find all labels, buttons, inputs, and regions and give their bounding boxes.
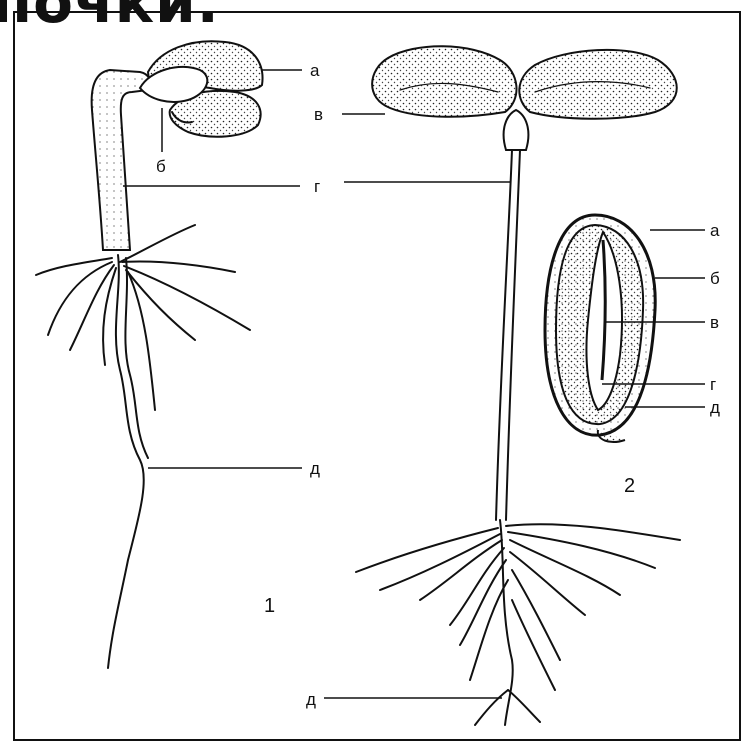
- seed-section: [545, 215, 655, 442]
- fig2-cotyledon-right: [519, 50, 676, 119]
- label-fig1-a: а: [310, 61, 320, 80]
- label-seed-d: д: [710, 398, 720, 417]
- fig2-stem: [496, 150, 512, 520]
- label-fig2-d: д: [306, 690, 316, 709]
- seedling-1: [36, 41, 263, 668]
- label-fig2-v: в: [314, 105, 323, 124]
- figure-number-2: 2: [624, 475, 635, 497]
- fig2-leaders: [324, 114, 510, 698]
- label-fig1-b: б: [156, 157, 166, 176]
- label-g: г: [314, 177, 320, 196]
- label-seed-v: в: [710, 313, 719, 332]
- label-fig1-d: д: [310, 459, 320, 478]
- fig2-bud: [504, 110, 529, 150]
- label-seed-b: б: [710, 269, 720, 288]
- fig2-cotyledon-left: [372, 46, 516, 117]
- fig1-stem: [92, 70, 150, 250]
- label-seed-g: г: [710, 375, 716, 394]
- label-seed-a: а: [710, 221, 720, 240]
- figure-number-1: 1: [264, 595, 275, 617]
